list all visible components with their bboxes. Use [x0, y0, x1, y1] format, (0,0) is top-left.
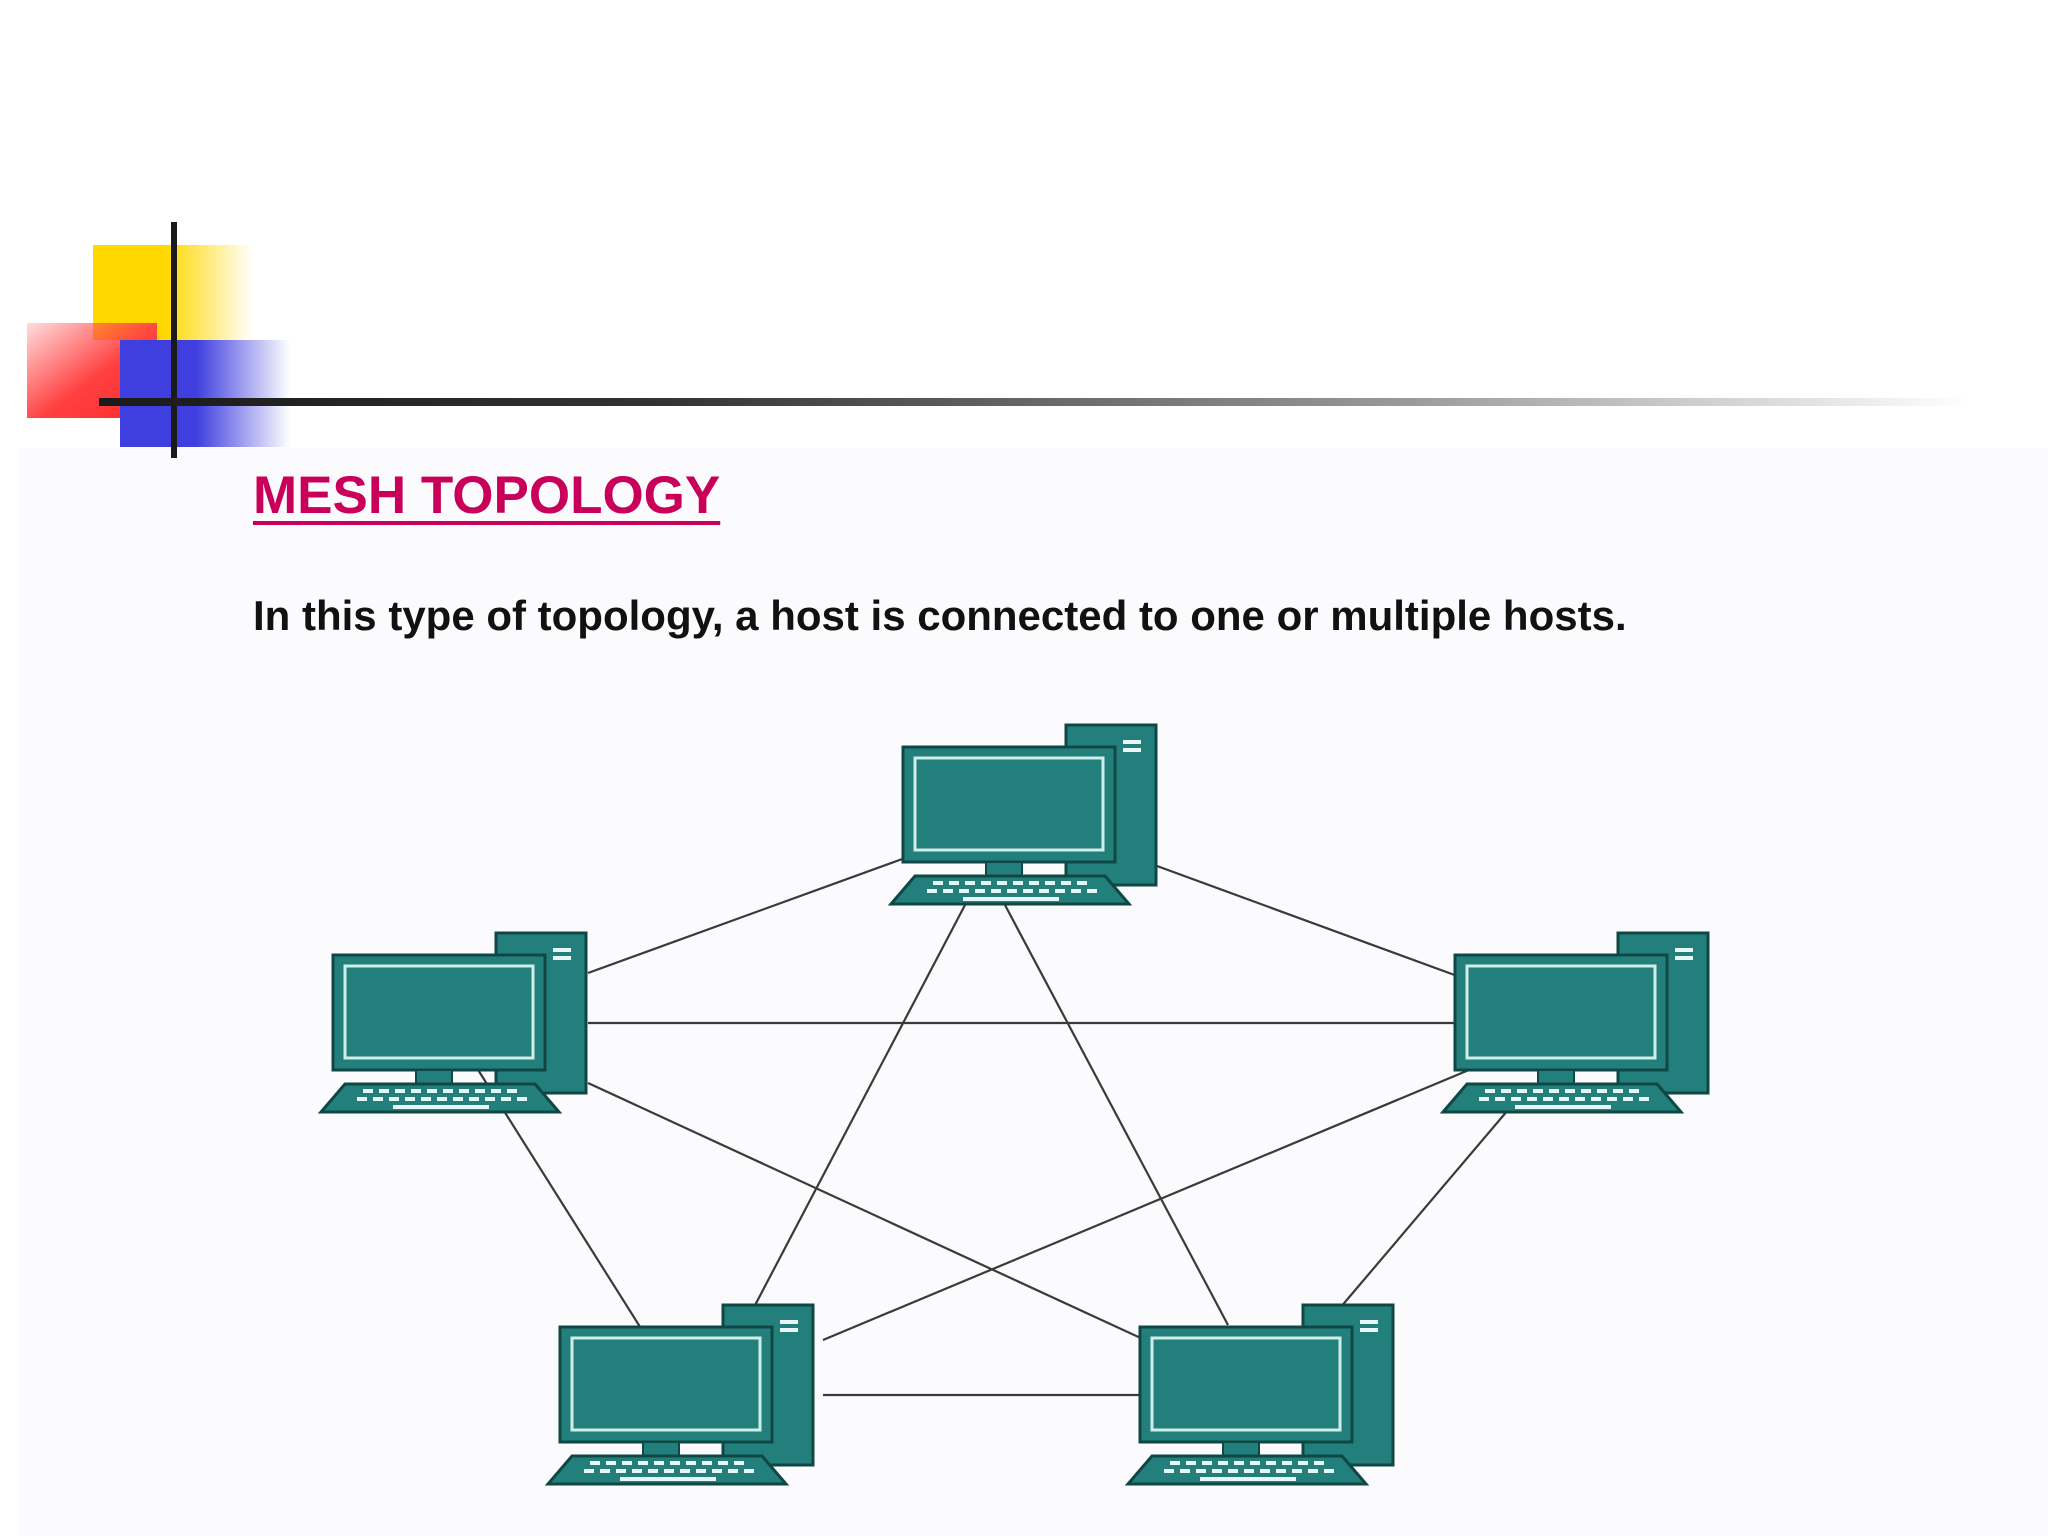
link-left-bottom-right — [587, 1082, 1146, 1341]
link-top-right — [1156, 864, 1461, 979]
link-right-bottom-left — [822, 1060, 1489, 1342]
slide-title: MESH TOPOLOGY — [253, 466, 721, 525]
decor-vertical-line — [171, 222, 177, 458]
host-left-computer-icon — [319, 931, 588, 1114]
decor-horizontal-rule — [99, 398, 1969, 406]
host-bottom-right-computer-icon — [1126, 1303, 1395, 1486]
host-top-computer-icon — [889, 723, 1158, 906]
link-top-bottom-left — [741, 904, 966, 1331]
decor-blue-square — [120, 340, 290, 447]
link-top-bottom-right — [1004, 904, 1229, 1326]
link-top-left — [587, 856, 906, 975]
slide-description: In this type of topology, a host is conn… — [253, 592, 1627, 639]
host-right-computer-icon — [1441, 931, 1710, 1114]
link-right-bottom-right — [1339, 1109, 1509, 1309]
host-bottom-left-computer-icon — [546, 1303, 815, 1486]
